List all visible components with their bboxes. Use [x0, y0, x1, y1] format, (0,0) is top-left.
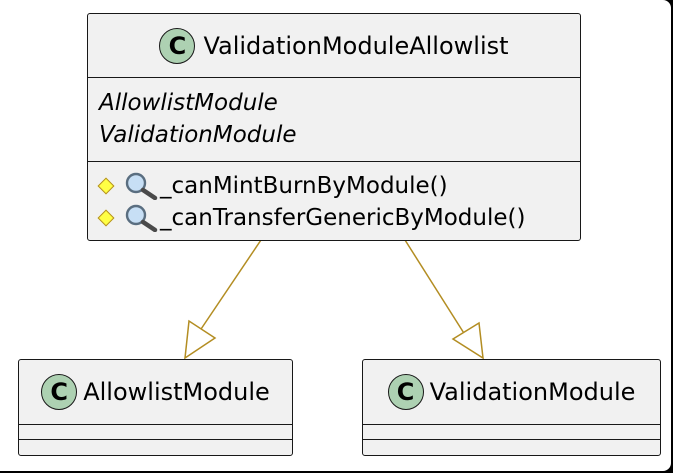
divider [19, 439, 292, 440]
divider [363, 439, 660, 440]
attribute-section [363, 425, 660, 439]
stereotype-section: AllowlistModule ValidationModule [88, 78, 580, 161]
class-allowlist-module[interactable]: C AllowlistModule [18, 359, 293, 456]
class-header: C ValidationModule [363, 360, 660, 424]
divider [19, 424, 292, 425]
class-validation-module-allowlist[interactable]: C ValidationModuleAllowlist AllowlistMod… [87, 13, 581, 241]
attribute-section [19, 425, 292, 439]
class-header: C AllowlistModule [19, 360, 292, 424]
divider [363, 424, 660, 425]
class-name: ValidationModule [429, 378, 636, 406]
class-name: ValidationModuleAllowlist [203, 31, 509, 60]
circle-c-icon: C [41, 374, 78, 410]
magnifier-icon [125, 172, 158, 200]
circle-c-icon: C [159, 27, 196, 64]
stereotype-validation-module: ValidationModule [99, 122, 297, 148]
divider [88, 77, 580, 78]
method-name: _canTransferGenericByModule() [160, 205, 526, 231]
method-section: _canMintBurnByModule() _canTransferGener… [88, 162, 580, 234]
inheritance-edge-validation [404, 239, 468, 339]
circle-c-icon: C [387, 374, 424, 410]
method-row[interactable]: _canMintBurnByModule() [88, 170, 580, 202]
class-name: AllowlistModule [83, 378, 270, 406]
protected-diamond-icon [97, 177, 115, 195]
magnifier-icon [125, 204, 158, 232]
method-row[interactable]: _canTransferGenericByModule() [88, 202, 580, 234]
stereotype-allowlist-module: AllowlistModule [99, 90, 278, 116]
protected-diamond-icon [97, 209, 115, 227]
inheritance-edge-allowlist [194, 239, 262, 339]
method-name: _canMintBurnByModule() [160, 173, 448, 199]
inheritance-arrowhead-allowlist [184, 319, 217, 360]
class-header: C ValidationModuleAllowlist [88, 14, 580, 77]
class-validation-module[interactable]: C ValidationModule [362, 359, 661, 456]
divider [88, 161, 580, 162]
inheritance-arrowhead-validation [451, 321, 484, 360]
